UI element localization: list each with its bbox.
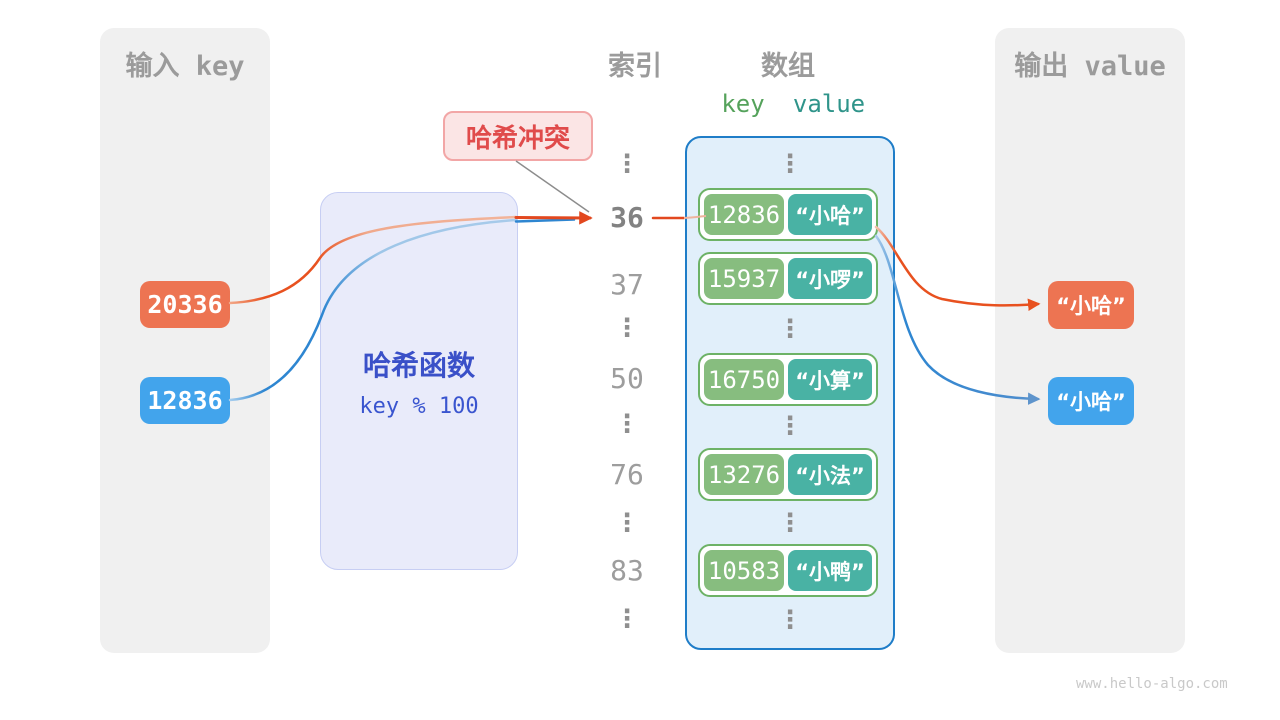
input-key-20336: 20336 <box>140 281 230 328</box>
entry-value: “小算” <box>788 359 872 400</box>
input-key-panel: 输入 key <box>100 28 270 653</box>
output-value-orange: “小哈” <box>1048 281 1134 329</box>
entry-key: 15937 <box>704 258 784 299</box>
index-50: 50 <box>610 362 644 395</box>
array-ellipsis: ⋮ <box>777 605 803 634</box>
array-ellipsis: ⋮ <box>777 411 803 440</box>
input-panel-title: 输入 key <box>125 51 245 82</box>
index-ellipsis: ⋮ <box>614 409 640 438</box>
entry-value: “小鸭” <box>788 550 872 591</box>
array-ellipsis: ⋮ <box>777 508 803 537</box>
entry-value: “小哈” <box>788 194 872 235</box>
entry-key: 10583 <box>704 550 784 591</box>
index-76: 76 <box>610 458 644 491</box>
array-entry-13276: 13276 “小法” <box>698 448 878 501</box>
index-ellipsis: ⋮ <box>614 313 640 342</box>
arrow-to-index-blue <box>514 218 576 223</box>
array-value-header: value <box>792 90 866 118</box>
array-entry-15937: 15937 “小啰” <box>698 252 878 305</box>
array-ellipsis: ⋮ <box>777 149 803 178</box>
array-key-header: key <box>721 90 765 118</box>
index-36: 36 <box>610 201 644 234</box>
array-entry-16750: 16750 “小算” <box>698 353 878 406</box>
hash-function-title: 哈希函数 <box>362 349 475 382</box>
entry-value: “小啰” <box>788 258 872 299</box>
index-ellipsis: ⋮ <box>614 508 640 537</box>
index-column-title: 索引 <box>608 51 662 82</box>
output-value-blue-label: “小哈” <box>1056 390 1126 414</box>
input-key-12836: 12836 <box>140 377 230 424</box>
index-ellipsis: ⋮ <box>614 149 640 178</box>
output-value-blue: “小哈” <box>1048 377 1134 425</box>
array-entry-12836: 12836 “小哈” <box>698 188 878 241</box>
output-panel-title: 输出 value <box>1014 51 1166 82</box>
output-value-orange-label: “小哈” <box>1056 294 1126 318</box>
watermark: www.hello-algo.com <box>1076 676 1228 692</box>
index-ellipsis: ⋮ <box>614 604 640 633</box>
input-key-20336-label: 20336 <box>147 290 223 319</box>
hash-function-formula: key % 100 <box>359 394 479 419</box>
arrow-to-index-orange <box>514 211 593 225</box>
array-column-title: 数组 <box>761 51 815 82</box>
input-key-12836-label: 12836 <box>147 386 223 415</box>
entry-key: 16750 <box>704 359 784 400</box>
line-collision-connector <box>515 160 590 213</box>
index-83: 83 <box>610 554 644 587</box>
index-37: 37 <box>610 268 644 301</box>
output-value-panel: 输出 value <box>995 28 1185 653</box>
hash-collision-label: 哈希冲突 <box>443 111 593 161</box>
array-entry-10583: 10583 “小鸭” <box>698 544 878 597</box>
array-ellipsis: ⋮ <box>777 314 803 343</box>
entry-key: 12836 <box>704 194 784 235</box>
entry-key: 13276 <box>704 454 784 495</box>
entry-value: “小法” <box>788 454 872 495</box>
